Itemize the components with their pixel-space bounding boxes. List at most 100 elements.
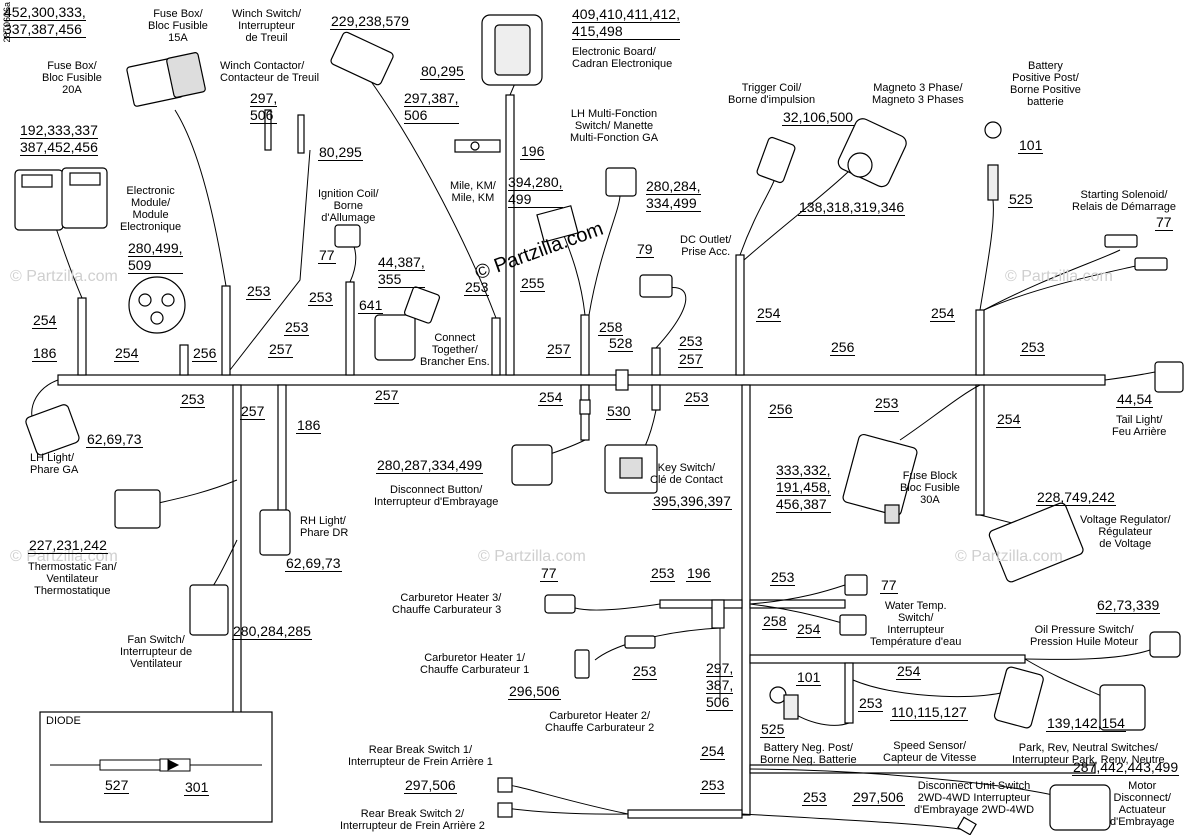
wire-ref: 254	[114, 345, 140, 362]
branch-rhlight	[277, 384, 287, 526]
part-ref-rearbrake: 297,506	[404, 777, 457, 794]
part-ref-milekm-c: 196	[520, 143, 546, 160]
label-fuse-box-15a: Fuse Box/ Bloc Fusible 15A	[148, 8, 208, 44]
part-ref-lhlight: 62,69,73	[86, 431, 143, 448]
wire-ref: 254	[796, 621, 822, 638]
watermark: © Partzilla.com	[478, 548, 586, 565]
label-water-temp: Water Temp. Switch/ Interrupteur Tempéra…	[870, 600, 962, 648]
label-speed-sensor: Speed Sensor/ Capteur de Vitesse	[883, 740, 977, 764]
part-ref-connecttogether-b: 641	[358, 297, 384, 314]
label-ignition-coil: Ignition Coil/ Borne d'Allumage	[318, 188, 379, 224]
wire-ref: 254	[538, 389, 564, 406]
part-ref-magneto: 138,318,319,346	[798, 199, 906, 216]
branch-solenoid	[975, 309, 985, 376]
part-ref-keyswitch: 395,396,397	[652, 493, 732, 510]
wire-ref: 257	[240, 403, 266, 420]
speed-sensor-icon	[993, 666, 1044, 729]
label-disconnect-button: Disconnect Button/ Interrupteur d'Embray…	[374, 484, 499, 508]
label-park-rev-neutral: Park, Rev, Neutral Switches/ Interrupteu…	[1012, 742, 1165, 766]
label-trigger-coil: Trigger Coil/ Borne d'impulsion	[728, 82, 816, 106]
battery-positive-ring-terminal-icon	[984, 121, 1002, 201]
part-ref-milekm-b: 297,387,506	[404, 90, 459, 124]
rh-light-connector-icon	[259, 509, 291, 556]
wire-ref: 528	[608, 335, 634, 352]
ignition-coil-terminal-icon	[334, 224, 361, 248]
branch-dc	[651, 347, 661, 376]
label-winch-contactor: Winch Contactor/ Contacteur de Treuil	[220, 60, 320, 84]
part-ref-batteryneg-b: 525	[760, 721, 786, 738]
branch-key	[651, 384, 661, 411]
part-ref-ignitioncoil: 77	[318, 247, 336, 264]
part-ref-parkrev: 139,142,154	[1046, 715, 1126, 732]
lh-light-connector-icon	[25, 404, 80, 456]
voltage-regulator-connector-icon	[988, 502, 1084, 583]
watermark: © Partzilla.com	[10, 268, 118, 285]
wire-ref: 253	[1020, 339, 1046, 356]
rear-brake-switch-2-terminal-icon	[497, 802, 513, 818]
watermark: © Partzilla.com	[10, 548, 118, 565]
label-electronic-module: Electronic Module/ Module Electronique	[120, 185, 182, 233]
wire-ref: 258	[762, 613, 788, 630]
part-ref-motordisconnect: 287,442,443,499	[1072, 759, 1180, 776]
part-ref-voltagereg: 228,749,242	[1036, 489, 1116, 506]
water-temp-switch-terminal-icon	[839, 574, 868, 636]
branch-fusebox15	[221, 285, 231, 376]
part-ref-batteryneg-a: 101	[796, 669, 822, 686]
label-disconnect-unit: Disconnect Unit Switch 2WD-4WD Interrupt…	[914, 780, 1035, 816]
label-fuse-box-20a: Fuse Box/ Bloc Fusible 20A	[42, 60, 102, 96]
part-ref-batterypos-a: 101	[1018, 137, 1044, 154]
wire-ref: 253	[770, 569, 796, 586]
wire-ref: 186	[32, 345, 58, 362]
part-ref-winchswitch: 229,238,579	[330, 13, 410, 30]
part-ref-oilpressure: 62,73,339	[1096, 597, 1161, 614]
part-ref-diode-301: 301	[184, 779, 210, 796]
oil-pressure-sensor-icon	[1149, 631, 1181, 658]
electronic-board-connector-icon	[481, 14, 543, 86]
wire-ref: 254	[700, 743, 726, 760]
label-motor-disconnect: Motor Disconnect/ Actuateur d'Embrayage	[1110, 780, 1175, 828]
dc-outlet-terminal-icon	[639, 274, 673, 298]
wire-ref: 253	[858, 695, 884, 712]
branch-module	[179, 344, 189, 376]
label-carb-heater-3: Carburetor Heater 3/ Chauffe Carburateur…	[392, 592, 502, 616]
wire-ref: 253	[284, 319, 310, 336]
wire-ref: 253	[678, 333, 704, 350]
label-rear-brake-2: Rear Break Switch 2/ Interrupteur de Fre…	[340, 808, 485, 832]
part-ref-connecttogether-a: 44,387,355	[378, 254, 425, 288]
part-ref-speedsensor: 110,115,127	[890, 704, 968, 721]
label-battery-positive: Battery Positive Post/ Borne Positive ba…	[1010, 60, 1081, 108]
winch-switch-connector-icon	[330, 31, 394, 86]
carburetor-heater-1-terminal-icon	[574, 635, 656, 679]
wire-ref: 256	[768, 401, 794, 418]
wire-ref: 253	[650, 565, 676, 582]
battery-negative-ring-terminal-icon	[769, 686, 799, 720]
label-connect-together: Connect Together/ Brancher Ens.	[420, 332, 490, 368]
wire-ref: 253	[308, 289, 334, 306]
label-carb-heater-2: Carburetor Heater 2/ Chauffe Carburateur…	[545, 710, 655, 734]
key-switch-icon	[604, 444, 658, 494]
wire-ref: 253	[700, 777, 726, 794]
wire-ref: 253	[180, 391, 206, 408]
park-rev-neutral-connector-icon	[1099, 684, 1146, 731]
label-battery-negative: Battery Neg. Post/ Borne Neg. Batterie	[760, 742, 857, 766]
wire-ref: 256	[192, 345, 218, 362]
label-starting-solenoid: Starting Solenoid/ Relais de Démarrage	[1072, 189, 1176, 213]
part-ref-batterypos-b: 525	[1008, 191, 1034, 208]
rear-brake-switch-1-terminal-icon	[497, 777, 513, 793]
part-ref-fusebox15: 452,300,333,337,387,456	[4, 4, 86, 38]
watermark: © Partzilla.com	[955, 548, 1063, 565]
electronic-module-connector-icon	[128, 276, 186, 334]
wire-ref: 257	[678, 351, 704, 368]
diode-icon	[50, 758, 262, 772]
part-ref-carb2: 297,387,506	[706, 660, 734, 711]
part-ref-startingsolenoid: 77	[1155, 214, 1173, 231]
part-ref-carb1: 296,506	[508, 683, 561, 700]
part-ref-winchcontactor: 297,506	[250, 90, 278, 124]
fan-switch-connector-icon	[189, 584, 229, 636]
label-carb-heater-1: Carburetor Heater 1/ Chauffe Carburateur…	[420, 652, 530, 676]
wire-ref: 254	[996, 411, 1022, 428]
disconnect-button-connector-icon	[511, 444, 553, 486]
part-ref-thermofan: 227,231,242	[28, 537, 108, 554]
